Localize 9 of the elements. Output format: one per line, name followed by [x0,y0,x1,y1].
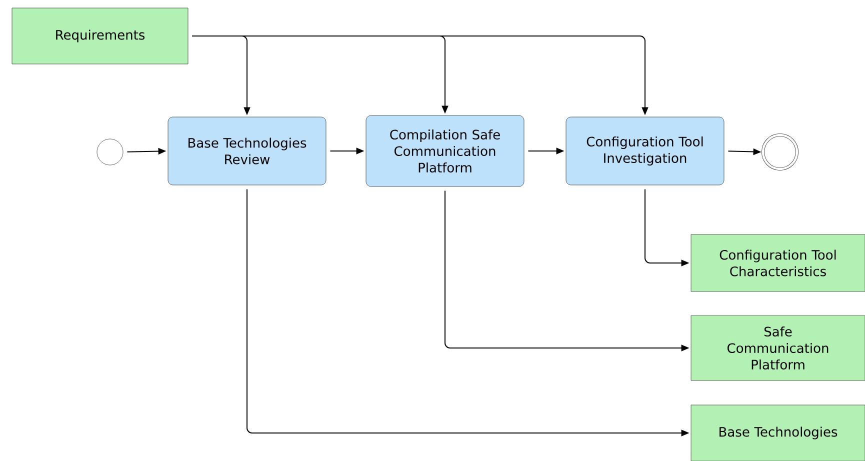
task-box: Compilation Safe Communication Platform [366,115,524,187]
task-box: Configuration Tool Investigation [566,116,724,186]
artifact-box: Configuration Tool Characteristics [690,234,865,292]
task-box: Base Technologies Review [168,116,326,186]
start-circle [96,138,124,166]
artifact-box: Requirements [12,8,188,64]
end-circle [762,134,798,170]
artifact-box: Base Technologies [690,404,865,461]
artifact-box: Safe Communication Platform [690,315,865,381]
